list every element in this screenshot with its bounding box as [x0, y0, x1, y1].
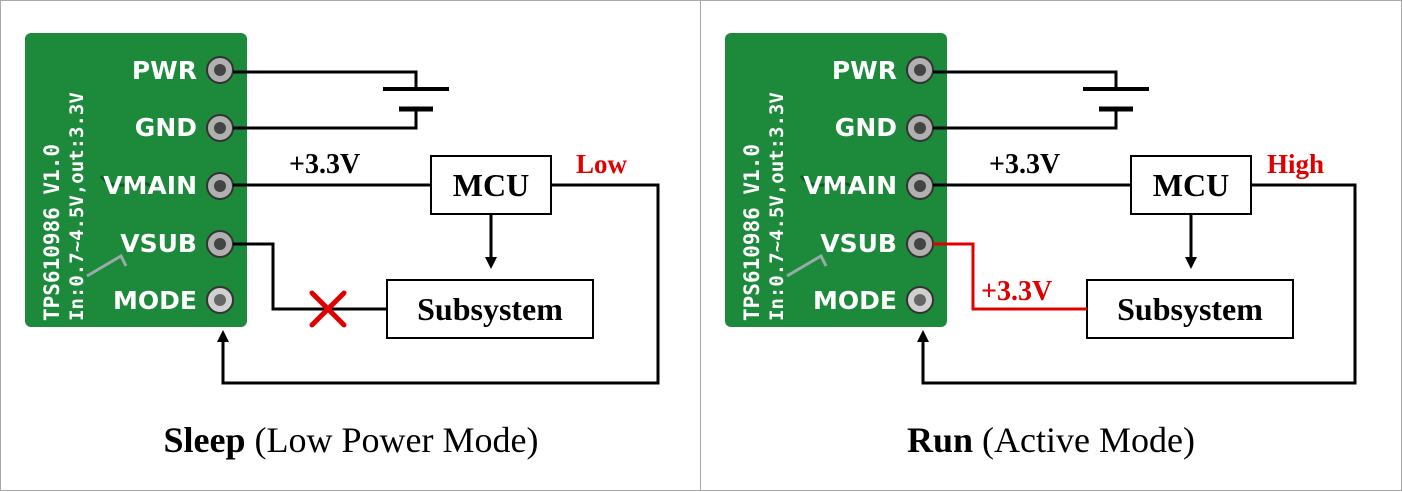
subsystem-label: Subsystem [417, 291, 563, 327]
pin-label-mode: MODE [113, 286, 197, 315]
mcu-label: MCU [1153, 167, 1229, 203]
vmain-voltage-label: +3.3V [289, 149, 360, 180]
svg-text:TPS610986 V1.0: TPS610986 V1.0 [40, 144, 64, 321]
battery-symbol [233, 70, 449, 130]
pin-label-vsub: VSUB [120, 229, 197, 258]
pin-label-pwr: PWR [132, 56, 197, 85]
battery-symbol [933, 70, 1149, 130]
pin-label-gnd: GND [835, 113, 897, 142]
mode-control-wire [217, 183, 660, 385]
svg-text:TPS610986 V1.0: TPS610986 V1.0 [740, 144, 764, 321]
run-mode-panel: TPS610986 V1.0 In:0.7~4.5V,out:3.3V PWR … [700, 0, 1402, 491]
run-caption: Run (Active Mode) [907, 420, 1195, 460]
pin-label-gnd: GND [135, 113, 197, 142]
mcu-label: MCU [453, 167, 529, 203]
pin-label-vsub: VSUB [820, 229, 897, 258]
vsub-wire [233, 242, 387, 311]
vsub-voltage-label: +3.3V [981, 276, 1052, 307]
sleep-diagram: TPS610986 V1.0 In:0.7~4.5V,out:3.3V PWR … [25, 33, 660, 385]
pin-label-mode: MODE [813, 286, 897, 315]
board-trace [86, 253, 128, 278]
sleep-mode-panel: TPS610986 V1.0 In:0.7~4.5V,out:3.3V PWR … [0, 0, 701, 491]
svg-text:In:0.7~4.5V,out:3.3V: In:0.7~4.5V,out:3.3V [66, 92, 88, 321]
disconnected-x-icon [309, 290, 347, 328]
sleep-caption: Sleep (Low Power Mode) [163, 420, 539, 460]
pcb-board [25, 33, 247, 327]
vmain-voltage-label: +3.3V [989, 149, 1060, 180]
board-side-text: TPS610986 V1.0 In:0.7~4.5V,out:3.3V [740, 92, 788, 321]
pin-label-vmain: VMAIN [103, 171, 197, 200]
svg-text:In:0.7~4.5V,out:3.3V: In:0.7~4.5V,out:3.3V [766, 92, 788, 321]
pcb-board [725, 33, 947, 327]
mode-signal-label: Low [576, 149, 628, 179]
subsystem-box [386, 279, 594, 339]
board-trace [799, 175, 852, 188]
subsystem-label: Subsystem [1117, 291, 1263, 327]
vsub-wire-active [933, 242, 1087, 311]
run-diagram: TPS610986 V1.0 In:0.7~4.5V,out:3.3V PWR … [725, 33, 1357, 385]
mode-control-wire [917, 183, 1357, 385]
pin-label-pwr: PWR [832, 56, 897, 85]
board-side-text: TPS610986 V1.0 In:0.7~4.5V,out:3.3V [40, 92, 88, 321]
mcu-box [1130, 155, 1252, 215]
pin-label-vmain: VMAIN [803, 171, 897, 200]
mode-signal-label: High [1267, 149, 1324, 179]
pin-pads [206, 56, 234, 314]
board-trace [99, 175, 152, 188]
pin-pads [906, 56, 934, 314]
board-trace [786, 253, 828, 278]
